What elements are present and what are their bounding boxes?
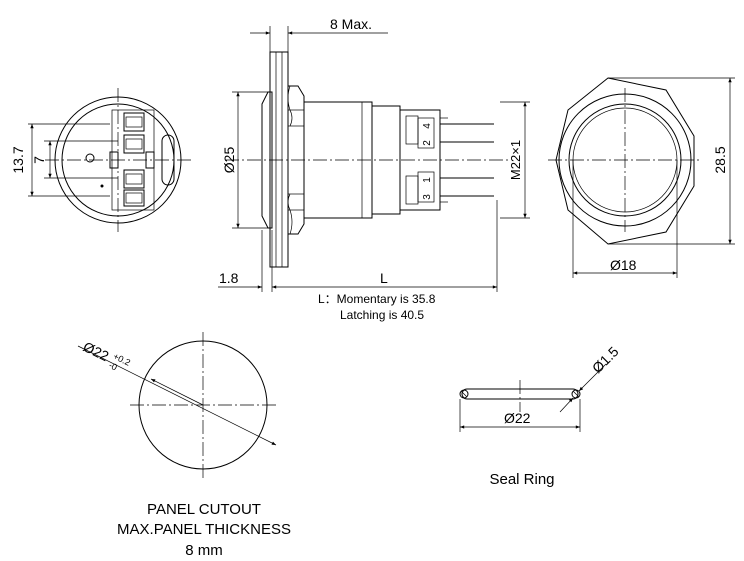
pin-3-label: 3 (422, 194, 433, 200)
front-view (548, 77, 735, 278)
max-length-label: 8 Max. (330, 16, 372, 32)
m22-label: M22×1 (508, 140, 523, 180)
dim-L-label: L (380, 270, 388, 286)
panel-cutout-title: PANEL CUTOUT (147, 501, 261, 518)
l-latching-label: Latching is 40.5 (340, 308, 424, 322)
back-view (28, 88, 192, 232)
seal-cross-label: Ø1.5 (589, 343, 622, 376)
dim-1-8-label: 1.8 (219, 270, 239, 286)
seal-dia-label: Ø22 (504, 410, 531, 426)
pin-1-label: 1 (422, 177, 433, 183)
d25-label: Ø25 (221, 147, 237, 174)
max-panel-thickness-title: MAX.PANEL THICKNESS (117, 521, 291, 538)
dim-13-7-label: 13.7 (10, 146, 26, 173)
panel-cutout (77, 332, 277, 478)
cutout-tol-lower: -0 (107, 360, 119, 373)
dim-28-5-label: 28.5 (712, 146, 728, 173)
seal-ring-title: Seal Ring (489, 471, 554, 488)
thickness-value: 8 mm (185, 542, 223, 559)
dim-7-label: 7 (31, 156, 47, 164)
seal-ring (459, 363, 607, 432)
side-view (218, 26, 530, 292)
l-momentary-label: L：Momentary is 35.8 (318, 292, 436, 306)
d18-label: Ø18 (610, 257, 637, 273)
pin-2-label: 2 (422, 140, 433, 146)
pin-4-label: 4 (422, 123, 433, 129)
